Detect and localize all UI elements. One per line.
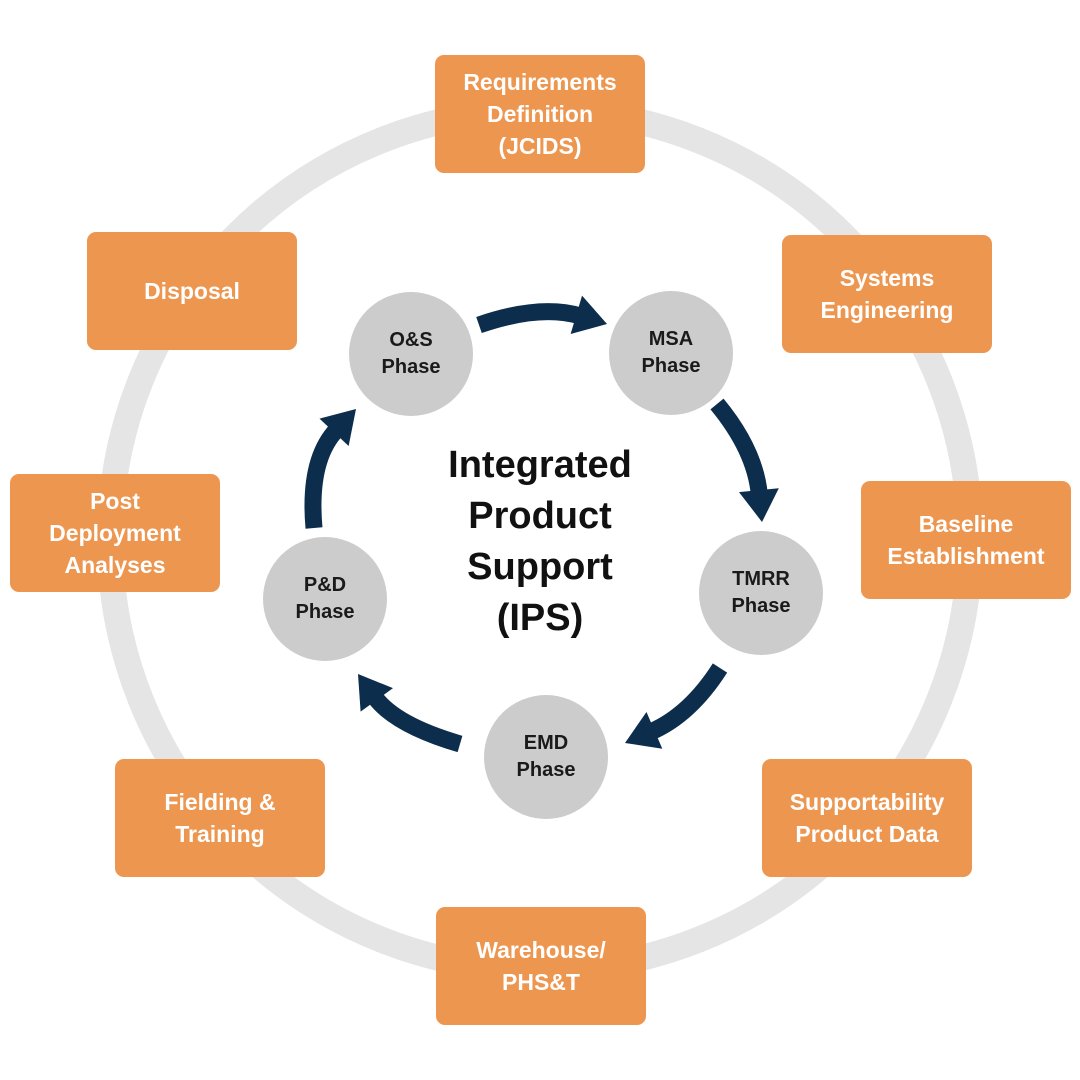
arrow-tmrr-to-emd-head [625,711,663,749]
box-systems-engineering: Systems Engineering [782,235,992,353]
box-disposal: Disposal [87,232,297,350]
box-fielding-training: Fielding & Training [115,759,325,877]
box-label: Fielding & Training [164,789,276,847]
box-post-deployment-analyses: Post Deployment Analyses [10,474,220,592]
phase-label: P&D Phase [295,574,355,623]
cycle-arrows [304,295,779,753]
arrow-os-to-msa-head [570,295,607,335]
phase-label: O&S Phase [381,329,441,378]
center-title: Integrated Product Support (IPS) [448,444,632,639]
arrow-os-to-msa-shaft [476,303,583,334]
arrow-tmrr-to-emd-shaft [647,663,728,740]
box-label: Baseline Establishment [887,511,1045,569]
box-supportability-product-data: Supportability Product Data [762,759,972,877]
phase-os: O&S Phase [349,292,473,416]
phase-msa: MSA Phase [609,291,733,415]
phase-label: TMRR Phase [731,568,791,617]
box-baseline-establishment: Baseline Establishment [861,481,1071,599]
phase-pd: P&D Phase [263,537,387,661]
box-label: Requirements Definition (JCIDS) [463,69,617,159]
box-label: Disposal [144,278,240,304]
arrow-msa-to-tmrr-shaft [710,398,768,496]
arrow-emd-to-pd-shaft [367,691,463,753]
arrow-emd-to-pd-head [358,674,393,712]
box-label: Systems Engineering [820,265,954,323]
box-label: Supportability Product Data [789,789,945,847]
arrow-msa-to-tmrr-head [738,488,779,522]
box-label: Post Deployment Analyses [49,488,181,578]
arrow-pd-to-os-shaft [304,423,344,529]
box-warehouse-phst: Warehouse/ PHS&T [436,907,646,1025]
arrow-pd-to-os-head [319,409,356,447]
phase-label: EMD Phase [516,732,576,781]
box-requirements-definition: Requirements Definition (JCIDS) [435,55,645,173]
box-label: Warehouse/ PHS&T [476,937,606,995]
phase-emd: EMD Phase [484,695,608,819]
phase-tmrr: TMRR Phase [699,531,823,655]
phase-label: MSA Phase [641,328,701,377]
